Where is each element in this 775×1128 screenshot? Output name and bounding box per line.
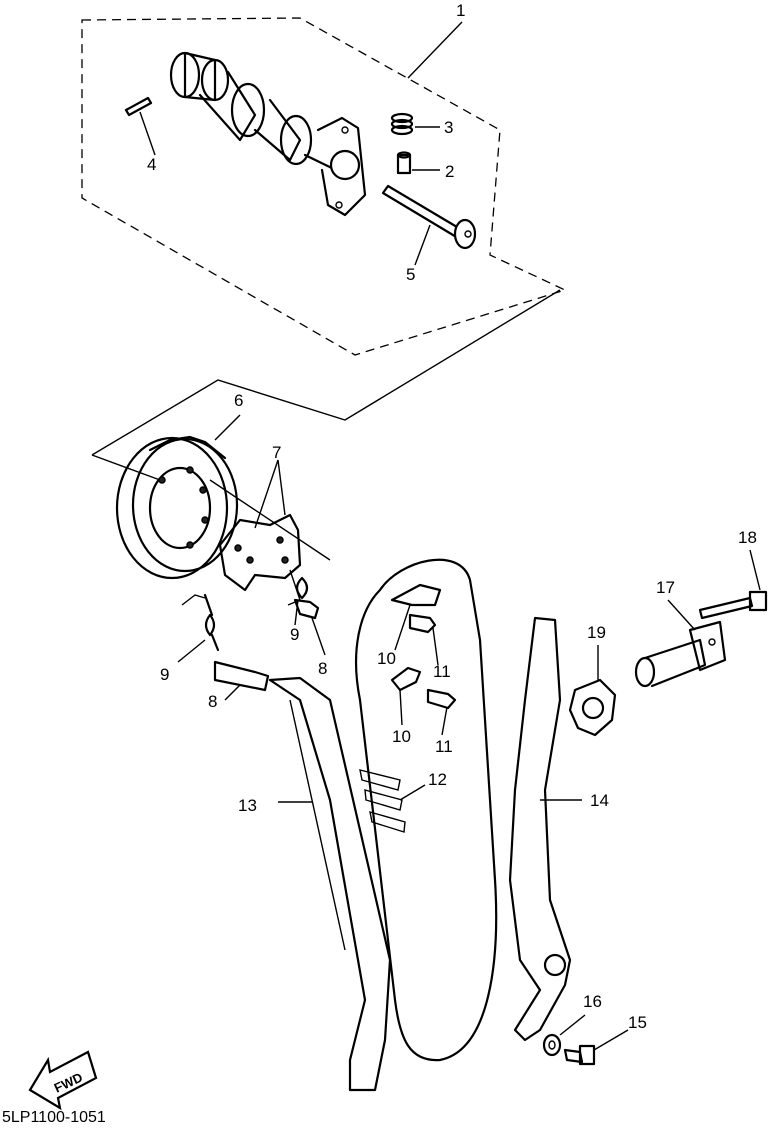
callout-8: 8: [318, 659, 327, 678]
chain-tensioner: [634, 599, 727, 688]
bolt: [408, 613, 439, 666]
callout-4: 4: [147, 155, 156, 174]
chain-guide-front: [268, 676, 392, 1092]
pin: [124, 96, 156, 156]
shaft: [381, 184, 477, 266]
camshaft: [169, 51, 367, 217]
bolt: [698, 549, 768, 620]
stopper-guide: [390, 583, 442, 651]
callout-15: 15: [628, 1013, 647, 1032]
callout-11: 11: [435, 737, 453, 756]
cam-sprocket: [115, 414, 241, 580]
torsion-spring: [177, 593, 220, 663]
callout-19: 19: [587, 623, 606, 642]
bolt: [563, 1029, 629, 1066]
fwd-arrow: FWD: [28, 1050, 98, 1111]
callout-6: 6: [234, 391, 243, 410]
pin: [396, 151, 440, 175]
diagram-code: 5LP1100-1051: [2, 1109, 106, 1126]
bracket-line: [91, 289, 561, 456]
callout-17: 17: [656, 578, 675, 597]
callout-3: 3: [444, 118, 453, 137]
spring: [390, 112, 440, 136]
callout-12: 12: [428, 770, 447, 789]
bolt: [293, 598, 326, 656]
callout-10: 10: [377, 649, 396, 668]
decompressor-plate: [209, 459, 331, 592]
callout-9: 9: [160, 665, 169, 684]
callout-2: 2: [445, 162, 454, 181]
callout-13: 13: [238, 796, 257, 815]
chain-guide-rear: [508, 616, 582, 1042]
bolt: [426, 688, 457, 736]
callout-9: 9: [290, 625, 299, 644]
callout-7: 7: [272, 443, 281, 462]
callout-18: 18: [738, 528, 757, 547]
callout-8: 8: [208, 692, 217, 711]
torsion-spring: [287, 569, 309, 626]
callout-10: 10: [392, 727, 411, 746]
callout-1: 1: [456, 1, 465, 20]
leader-line: [407, 21, 463, 79]
callout-14: 14: [590, 791, 609, 810]
callout-16: 16: [583, 992, 602, 1011]
assembly-outline: [81, 17, 567, 356]
callout-11: 11: [433, 662, 451, 681]
bolt: [213, 660, 270, 701]
gasket: [568, 645, 617, 737]
stopper-guide: [390, 666, 422, 726]
cam-chain: [354, 558, 498, 1062]
callout-5: 5: [406, 265, 415, 284]
washer: [542, 1014, 586, 1057]
